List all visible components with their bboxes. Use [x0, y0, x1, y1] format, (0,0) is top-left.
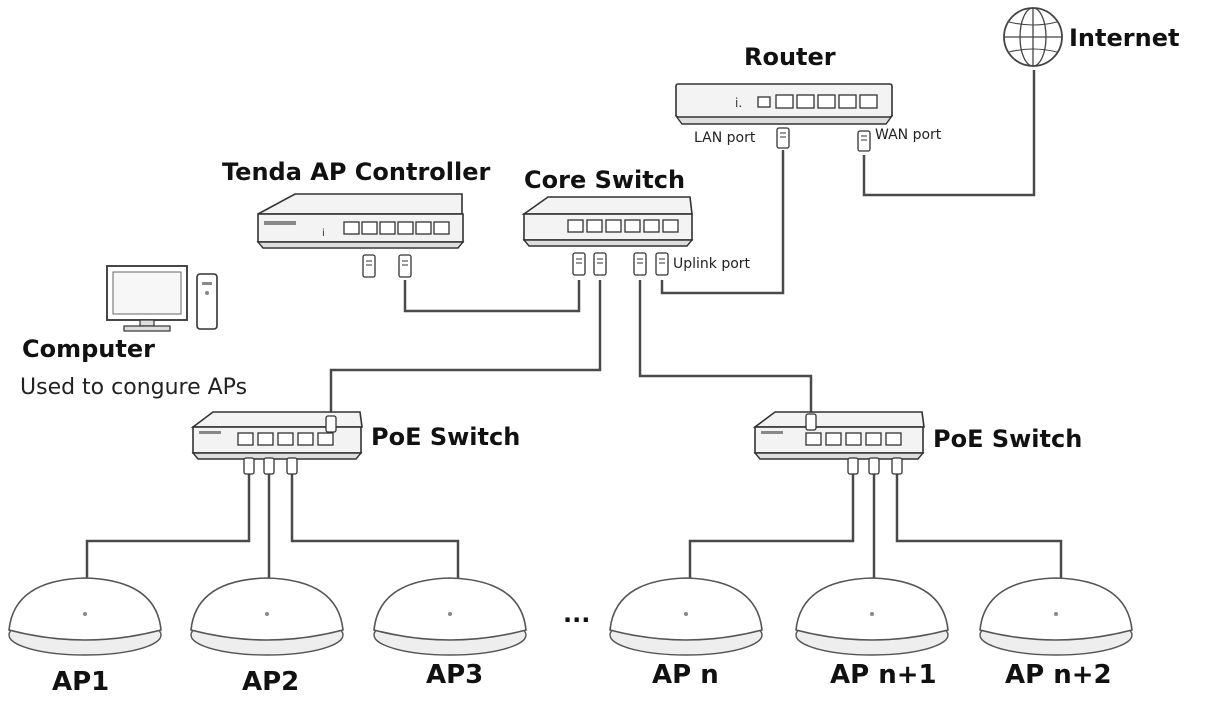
rj45-plug-icon: [847, 457, 903, 475]
poe-switch-icon: [752, 411, 925, 460]
rj45-plug-icon: [572, 252, 586, 276]
poe-switch-icon: [190, 411, 363, 460]
monitor-icon: [106, 265, 188, 332]
ap-label: AP n: [652, 660, 719, 690]
router-label: Router: [744, 43, 836, 71]
wire-controller-core: [403, 280, 581, 313]
rj45-plug-icon: [633, 252, 647, 276]
wire-internet-wan: [862, 70, 1036, 197]
wire-poe-apn: [688, 470, 855, 580]
rj45-plug-icon: [857, 130, 871, 152]
core-switch-label: Core Switch: [524, 166, 685, 194]
wire-lan-uplink: [660, 150, 785, 295]
rj45-plug-icon: [655, 252, 669, 276]
ap-label: AP3: [426, 660, 483, 690]
rj45-plug-icon: [398, 254, 412, 278]
ap-label: AP n+2: [1005, 660, 1112, 690]
router-icon: i.: [674, 83, 894, 125]
access-point-icon: [609, 577, 763, 656]
svg-text:i.: i.: [735, 96, 742, 110]
access-point-icon: [190, 577, 344, 656]
computer-label: Computer: [22, 335, 155, 363]
ap-label: AP1: [52, 667, 109, 697]
ap-label: AP n+1: [830, 660, 937, 690]
lan-port-label: LAN port: [694, 130, 756, 146]
ap-controller-icon: i: [256, 193, 465, 249]
rj45-plug-icon: [243, 457, 298, 475]
rj45-plug-icon: [362, 254, 376, 278]
ellipsis-label: ...: [563, 600, 590, 628]
pc-tower-icon: [196, 273, 218, 330]
poe-left-label: PoE Switch: [371, 423, 520, 451]
wire-core-poe-right: [638, 280, 813, 416]
computer-sub-label: Used to congure APs: [20, 375, 247, 400]
internet-label: Internet: [1069, 24, 1179, 52]
switch-icon: [521, 196, 694, 247]
access-point-icon: [8, 577, 162, 656]
wire-poe-apn2: [895, 470, 1063, 580]
ap-label: AP2: [242, 667, 299, 697]
rj45-plug-icon: [776, 127, 790, 149]
access-point-icon: [373, 577, 527, 656]
wire-poe-ap1: [85, 470, 251, 580]
wires: [85, 70, 1063, 580]
rj45-plug-icon: [593, 252, 607, 276]
wan-port-label: WAN port: [875, 127, 942, 143]
access-point-icon: [979, 577, 1133, 656]
wire-core-poe-left: [329, 280, 602, 418]
uplink-port-label: Uplink port: [673, 256, 751, 272]
controller-label: Tenda AP Controller: [222, 158, 491, 186]
access-point-icon: [795, 577, 949, 656]
wire-poe-ap3: [290, 470, 460, 580]
poe-right-label: PoE Switch: [933, 425, 1082, 453]
globe-icon: [1003, 7, 1063, 67]
svg-text:i: i: [322, 228, 325, 239]
